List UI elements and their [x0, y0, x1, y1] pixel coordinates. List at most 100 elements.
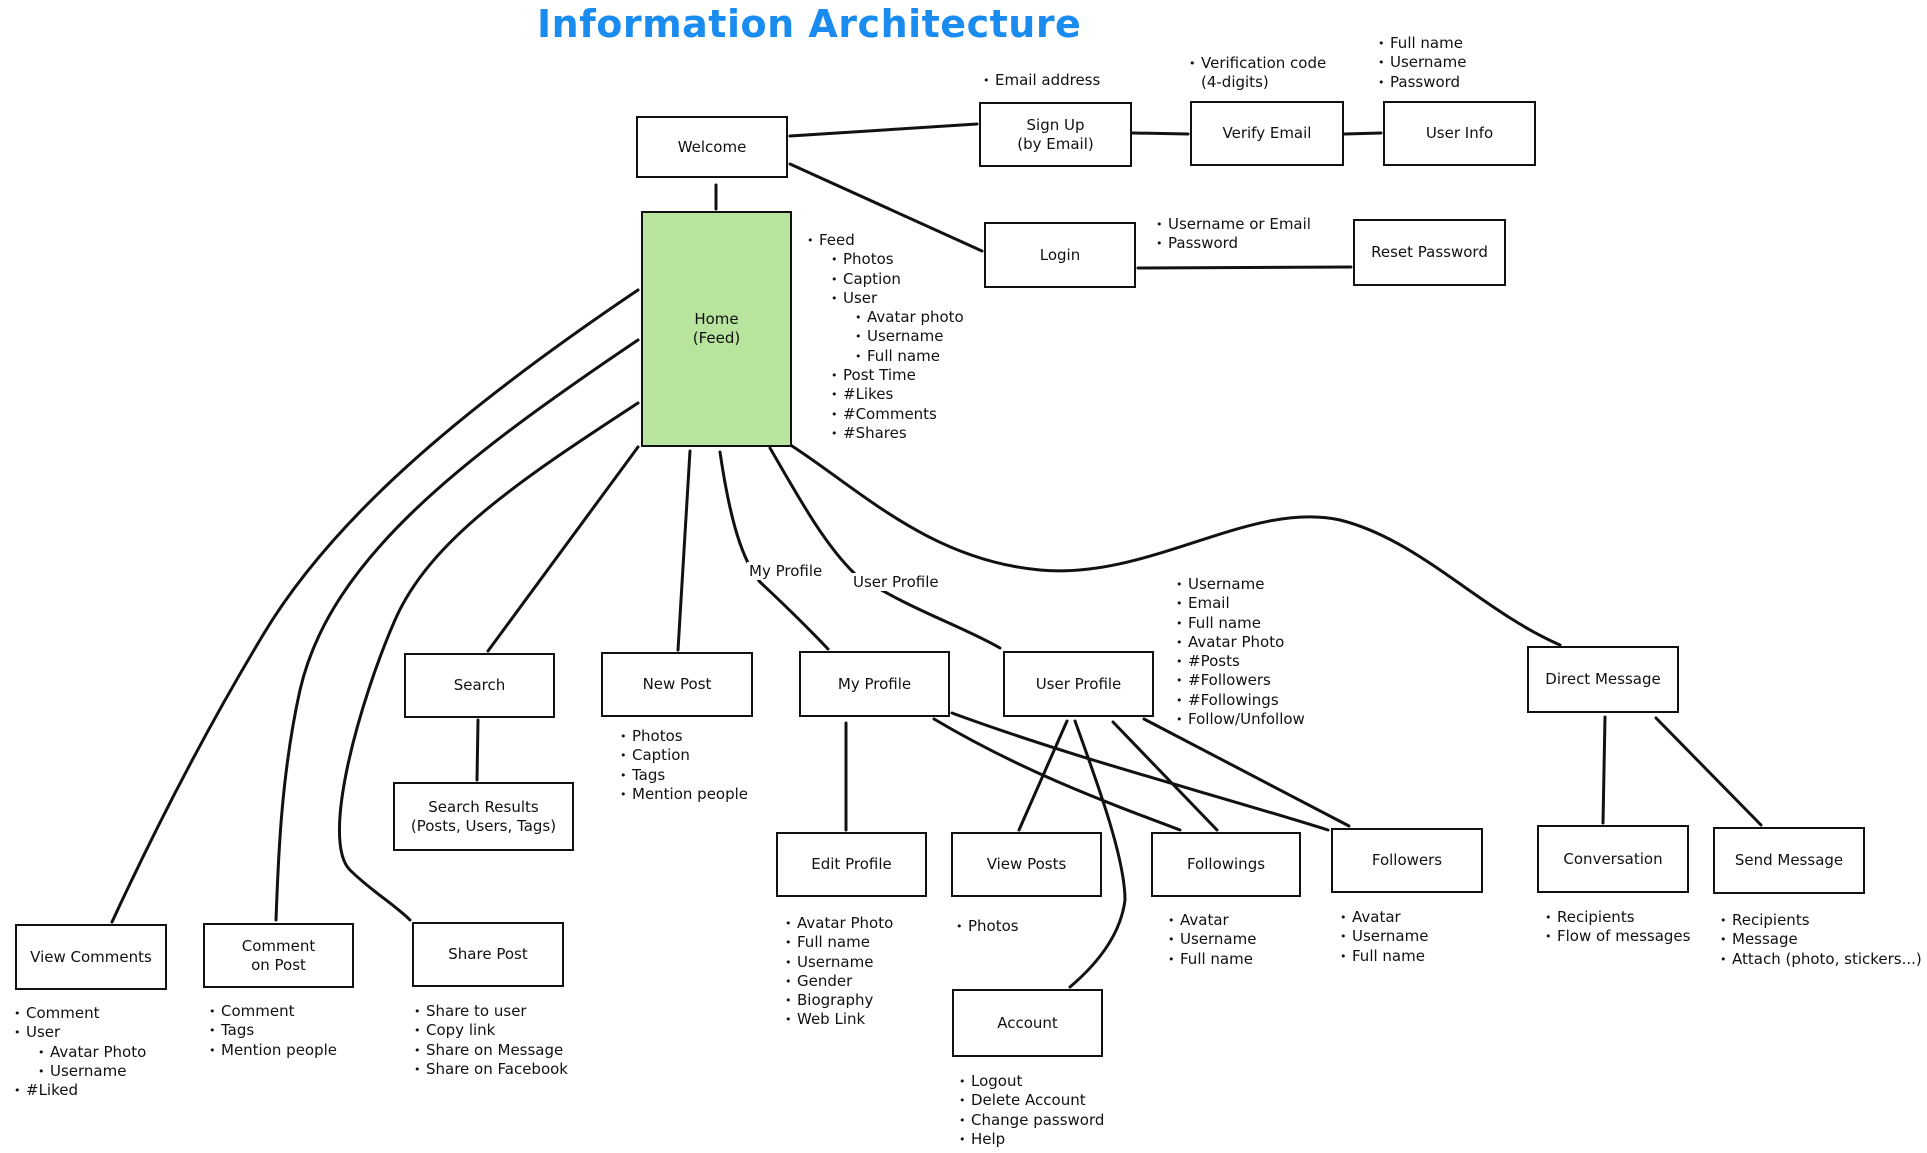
note-item: Avatar: [1168, 911, 1256, 931]
notes-login: Username or EmailPassword: [1156, 215, 1311, 254]
note-item: Caption: [831, 270, 964, 290]
edge-login-reset: [1136, 265, 1353, 270]
edge-home-userprofile: [768, 446, 1002, 650]
node-followers[interactable]: Followers: [1331, 828, 1483, 893]
node-user-info[interactable]: User Info: [1383, 101, 1536, 166]
node-welcome[interactable]: Welcome: [636, 116, 788, 178]
node-my-profile[interactable]: My Profile: [799, 651, 950, 717]
note-item: #Followings: [1176, 691, 1305, 711]
node-label: Direct Message: [1545, 670, 1661, 688]
note-item: Mention people: [620, 785, 748, 805]
node-comment-on-post[interactable]: Comment on Post: [203, 923, 354, 988]
notes-view-posts: Photos: [956, 917, 1019, 937]
node-account[interactable]: Account: [952, 989, 1103, 1057]
node-label: My Profile: [837, 674, 912, 693]
note-item: Photos: [620, 727, 748, 747]
note-item: Avatar Photo: [785, 914, 893, 934]
note-item: Username or Email: [1156, 215, 1311, 235]
edge-home-sharepost: [337, 401, 640, 922]
note-item: Username: [1378, 53, 1466, 73]
edge-welcome-signup: [788, 122, 979, 138]
notes-comment-on-post: CommentTagsMention people: [209, 1002, 337, 1060]
note-item: Username: [1168, 930, 1256, 950]
node-label: Login: [1039, 245, 1081, 264]
node-label: Edit Profile: [811, 855, 892, 873]
node-view-comments[interactable]: View Comments: [15, 924, 167, 990]
node-label: Comment on Post: [241, 936, 316, 974]
node-sign-up[interactable]: Sign Up (by Email): [979, 102, 1132, 167]
note-item: Recipients: [1720, 911, 1922, 931]
note-item: Username: [855, 327, 964, 347]
node-reset-password[interactable]: Reset Password: [1353, 219, 1506, 286]
edge-signup-verify: [1131, 131, 1190, 136]
note-item: Comment: [209, 1002, 337, 1022]
node-label: User Info: [1425, 124, 1494, 142]
notes-followers: AvatarUsernameFull name: [1340, 908, 1428, 966]
edge-home-viewcomments: [110, 288, 640, 924]
node-label: Verify Email: [1222, 124, 1312, 142]
edge-userprofile-followings: [1111, 720, 1219, 832]
note-item: Email: [1176, 594, 1305, 614]
note-item: Full name: [1176, 614, 1305, 634]
note-item: Comment: [14, 1004, 146, 1024]
node-home-feed[interactable]: Home (Feed): [641, 211, 792, 447]
node-send-message[interactable]: Send Message: [1713, 827, 1865, 894]
note-item: Share on Facebook: [414, 1060, 568, 1080]
note-item: Follow/Unfollow: [1176, 710, 1305, 730]
note-item: Mention people: [209, 1041, 337, 1061]
notes-user-profile: UsernameEmailFull nameAvatar Photo#Posts…: [1176, 575, 1305, 730]
node-search-results[interactable]: Search Results (Posts, Users, Tags): [393, 782, 574, 851]
node-login[interactable]: Login: [984, 222, 1136, 288]
node-label: Search: [453, 676, 506, 694]
note-item: Full name: [855, 347, 964, 367]
node-label: View Posts: [986, 855, 1067, 873]
note-item: Password: [1156, 234, 1311, 254]
note-item: Share on Message: [414, 1041, 568, 1061]
note-item: Biography: [785, 991, 893, 1011]
node-view-posts[interactable]: View Posts: [951, 832, 1102, 897]
notes-edit-profile: Avatar PhotoFull nameUsernameGenderBiogr…: [785, 914, 893, 1030]
node-share-post[interactable]: Share Post: [412, 922, 564, 987]
note-item: Post Time: [831, 366, 964, 386]
notes-account: LogoutDelete AccountChange passwordHelp: [959, 1072, 1104, 1149]
node-label: Followings: [1186, 855, 1266, 873]
edge-myprofile-followings: [932, 717, 1182, 832]
node-user-profile[interactable]: User Profile: [1003, 651, 1154, 717]
note-item: Password: [1378, 73, 1466, 93]
node-label: Sign Up (by Email): [1017, 115, 1094, 153]
note-item: Avatar Photo: [38, 1043, 146, 1063]
note-item: Gender: [785, 972, 893, 992]
node-edit-profile[interactable]: Edit Profile: [776, 832, 927, 897]
node-label: New Post: [642, 675, 712, 693]
edge-label-user-profile: User Profile: [851, 573, 941, 591]
note-item: Email address: [983, 71, 1100, 91]
note-item: Change password: [959, 1111, 1104, 1131]
note-item: User: [14, 1023, 146, 1043]
node-label: Send Message: [1734, 851, 1844, 869]
node-label: Conversation: [1563, 849, 1663, 868]
edge-home-newpost: [676, 449, 692, 652]
node-search[interactable]: Search: [404, 653, 555, 718]
note-item: Photos: [831, 250, 964, 270]
node-label: User Profile: [1035, 674, 1122, 693]
edge-userprofile-followers: [1142, 717, 1351, 828]
note-item: Tags: [620, 766, 748, 786]
notes-conversation: RecipientsFlow of messages: [1545, 908, 1690, 947]
edge-myprofile-followers: [950, 711, 1330, 832]
note-item: Avatar photo: [855, 308, 964, 328]
edge-home-dm: [790, 444, 1562, 647]
diagram-title: Information Architecture: [537, 2, 1082, 46]
node-verify-email[interactable]: Verify Email: [1190, 101, 1344, 166]
node-followings[interactable]: Followings: [1151, 832, 1301, 897]
note-item: Flow of messages: [1545, 927, 1690, 947]
note-item: Share to user: [414, 1002, 568, 1022]
node-conversation[interactable]: Conversation: [1537, 825, 1689, 893]
edge-home-myprofile: [718, 450, 830, 651]
node-direct-message[interactable]: Direct Message: [1527, 646, 1679, 713]
edge-userprofile-account: [1068, 719, 1127, 989]
note-item: User: [831, 289, 964, 309]
note-item: (4-digits): [1201, 73, 1269, 92]
note-item: Delete Account: [959, 1091, 1104, 1111]
node-new-post[interactable]: New Post: [601, 652, 753, 717]
